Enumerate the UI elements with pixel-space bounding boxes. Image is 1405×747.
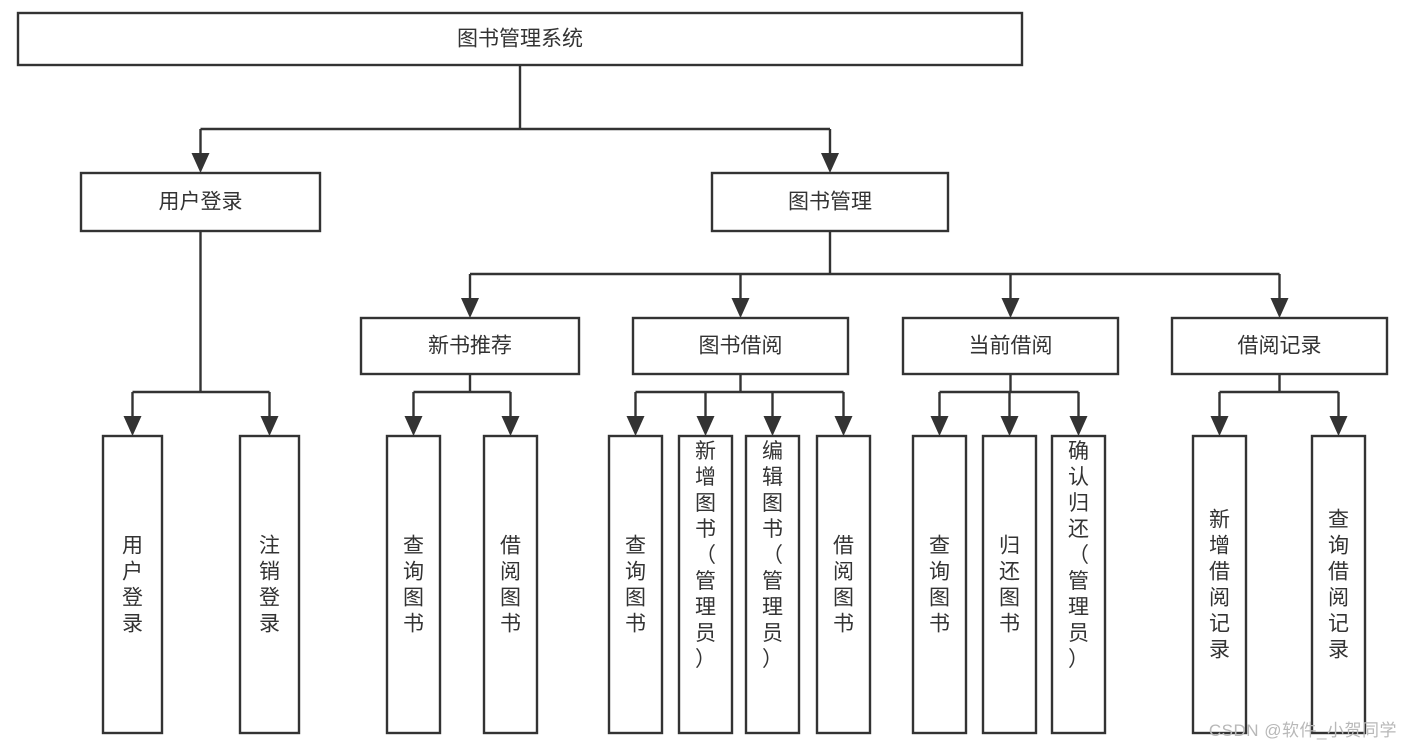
node-leaf-add-borrow-record[interactable]: 新增借阅记录 [1191,434,1248,735]
arrow-head-icon [626,416,645,436]
node-label: 用户登录 [122,535,143,636]
node-box [385,434,442,735]
node-borrow-record[interactable]: 借阅记录 [1170,316,1389,376]
node-leaf-borrow-book-1[interactable]: 借阅图书 [482,434,539,735]
node-label: 图书管理 [788,191,872,214]
node-label: 图书管理系统 [457,28,583,51]
arrow-head-icon [821,153,839,173]
arrow-head-icon [123,416,142,436]
node-leaf-confirm-return[interactable]: 确认归还（管理员） [1050,434,1107,735]
node-leaf-user-login[interactable]: 用户登录 [101,434,164,735]
node-label: 归还图书 [999,535,1020,636]
node-leaf-borrow-book-2[interactable]: 借阅图书 [815,434,872,735]
arrow-head-icon [1069,416,1088,436]
node-book-borrow[interactable]: 图书借阅 [631,316,850,376]
node-user-login[interactable]: 用户登录 [79,171,322,233]
node-leaf-logout[interactable]: 注销登录 [238,434,301,735]
arrow-head-icon [461,298,479,318]
arrow-head-icon [930,416,949,436]
node-label: 编辑图书（管理员） [762,440,783,671]
arrow-head-icon [1001,298,1020,318]
node-leaf-edit-book[interactable]: 编辑图书（管理员） [744,434,801,735]
arrow-head-icon [404,416,423,436]
node-box [79,171,322,233]
arrow-head-icon [763,416,782,436]
arrow-head-icon [191,153,210,173]
node-box [238,434,301,735]
arrow-head-icon [1270,298,1289,318]
node-box [16,11,1024,67]
node-leaf-add-book[interactable]: 新增图书（管理员） [677,434,734,735]
node-box [981,434,1038,735]
arrow-head-icon [260,416,279,436]
node-box [482,434,539,735]
node-label: 新书推荐 [428,335,512,358]
node-label: 借阅图书 [500,535,521,636]
node-box [359,316,581,376]
node-label: 查询图书 [403,535,424,636]
node-label: 借阅图书 [833,535,854,636]
node-label: 新增借阅记录 [1209,509,1230,662]
arrow-head-icon [501,416,520,436]
node-label: 用户登录 [159,191,243,214]
node-box [607,434,664,735]
node-box [1191,434,1248,735]
arrow-head-icon [696,416,715,436]
node-label: 查询图书 [929,535,950,636]
node-box [744,434,801,735]
node-label: 查询图书 [625,535,646,636]
node-leaf-query-borrow-record[interactable]: 查询借阅记录 [1310,434,1367,735]
node-label: 图书借阅 [699,335,783,358]
node-root[interactable]: 图书管理系统 [16,11,1024,67]
node-label: 确认归还（管理员） [1068,440,1089,671]
node-leaf-query-book-2[interactable]: 查询图书 [607,434,664,735]
node-new-book-recommend[interactable]: 新书推荐 [359,316,581,376]
node-book-management[interactable]: 图书管理 [710,171,950,233]
node-box [901,316,1120,376]
node-box [1310,434,1367,735]
node-leaf-query-book-1[interactable]: 查询图书 [385,434,442,735]
node-box [677,434,734,735]
node-box [631,316,850,376]
node-box [101,434,164,735]
node-box [710,171,950,233]
node-box [1050,434,1107,735]
node-box [815,434,872,735]
node-label: 借阅记录 [1238,335,1322,358]
arrow-head-icon [1210,416,1229,436]
arrow-head-icon [731,298,750,318]
node-label: 当前借阅 [969,335,1053,358]
arrow-head-icon [1329,416,1348,436]
node-current-borrow[interactable]: 当前借阅 [901,316,1120,376]
node-leaf-return-book[interactable]: 归还图书 [981,434,1038,735]
node-box [911,434,968,735]
node-label: 查询借阅记录 [1328,509,1349,662]
arrow-head-icon [1000,416,1019,436]
node-label: 注销登录 [259,535,280,636]
node-label: 新增图书（管理员） [695,440,716,671]
node-box [1170,316,1389,376]
node-leaf-query-book-3[interactable]: 查询图书 [911,434,968,735]
arrow-head-icon [834,416,853,436]
